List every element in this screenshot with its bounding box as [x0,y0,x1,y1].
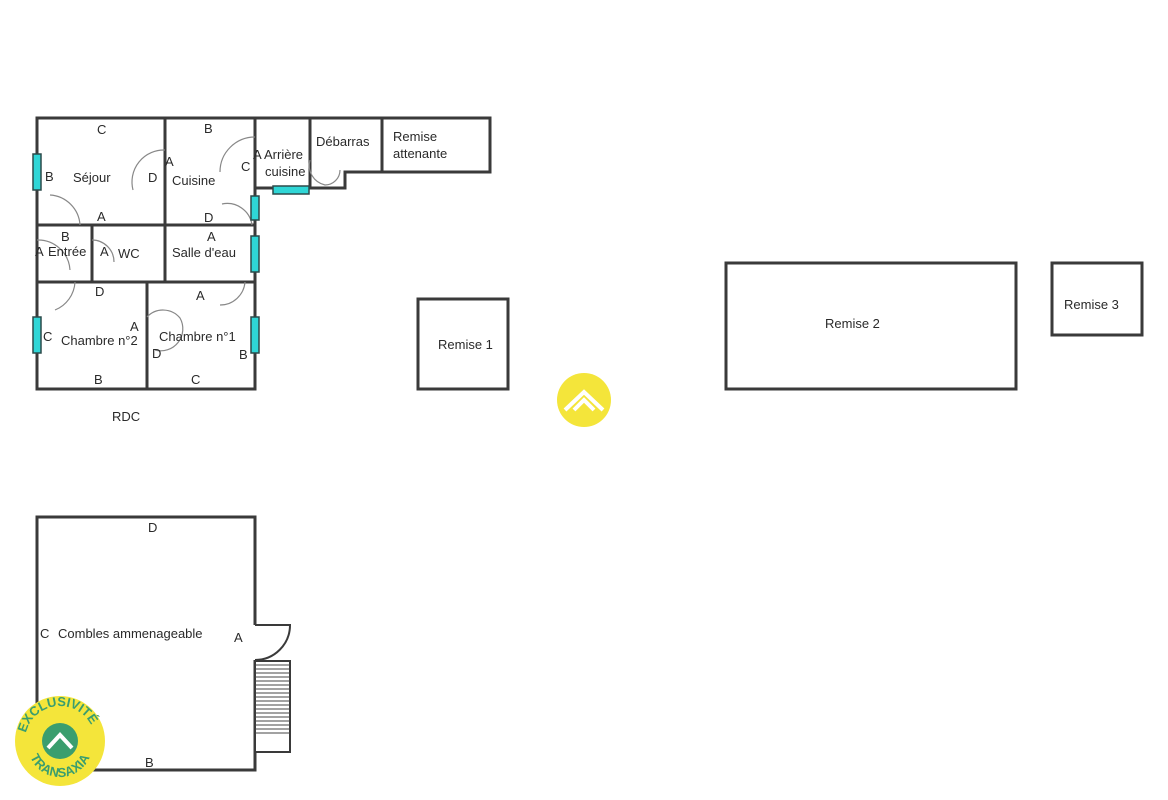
wall-letters: C B B A D A C A D B A A A D A C A D B B … [35,121,262,770]
wall-letter: B [239,347,248,362]
wall-letter: A [97,209,106,224]
room-label-combles: Combles ammenageable [58,626,203,641]
exclusivite-badge: EXCLUSIVITÉ TRANSAXIA [14,694,105,786]
room-label-cuisine: Cuisine [172,173,215,188]
staircase [254,660,291,753]
wall-letter: A [130,319,139,334]
room-label-entree: Entrée [48,244,86,259]
room-label-wc: WC [118,246,140,261]
room-label-salle-deau: Salle d'eau [172,245,236,260]
wall-letter: C [241,159,250,174]
wall-letter: B [145,755,154,770]
wall-letter: C [191,372,200,387]
wall-letter: A [100,244,109,259]
wall-letter: B [204,121,213,136]
wall-letter: A [165,154,174,169]
room-label-remise-attenante-1: Remise [393,129,437,144]
room-label-remise-3: Remise 3 [1064,297,1119,312]
wall-letter: C [97,122,106,137]
wall-letter: A [207,229,216,244]
wall-letter: B [61,229,70,244]
room-label-chambre-1: Chambre n°1 [159,329,236,344]
room-label-arriere-cuisine-1: Arrière [264,147,303,162]
remise-1 [416,297,510,391]
wall-letter: A [196,288,205,303]
wall-letter: A [234,630,243,645]
wall-letter: D [152,346,161,361]
room-label-chambre-2: Chambre n°2 [61,333,138,348]
remise-2 [724,261,1018,391]
wall-letter: A [253,147,262,162]
room-label-remise-attenante-2: attenante [393,146,447,161]
wall-letter: C [40,626,49,641]
door-arcs [36,136,341,661]
ground-floor-label: RDC [112,409,140,424]
wall-letter: D [148,170,157,185]
room-label-arriere-cuisine-2: cuisine [265,164,305,179]
windows [32,153,310,354]
wall-letter: B [94,372,103,387]
wall-letter: D [95,284,104,299]
room-label-sejour: Séjour [73,170,111,185]
wall-letter: C [43,329,52,344]
wall-letter: D [204,210,213,225]
wall-letter: B [45,169,54,184]
wall-letter: A [35,244,44,259]
wall-letter: D [148,520,157,535]
room-label-debarras: Débarras [316,134,370,149]
remise-3 [1050,261,1144,337]
room-label-remise-2: Remise 2 [825,316,880,331]
transaxia-logo-icon [557,373,611,427]
room-label-remise-1: Remise 1 [438,337,493,352]
